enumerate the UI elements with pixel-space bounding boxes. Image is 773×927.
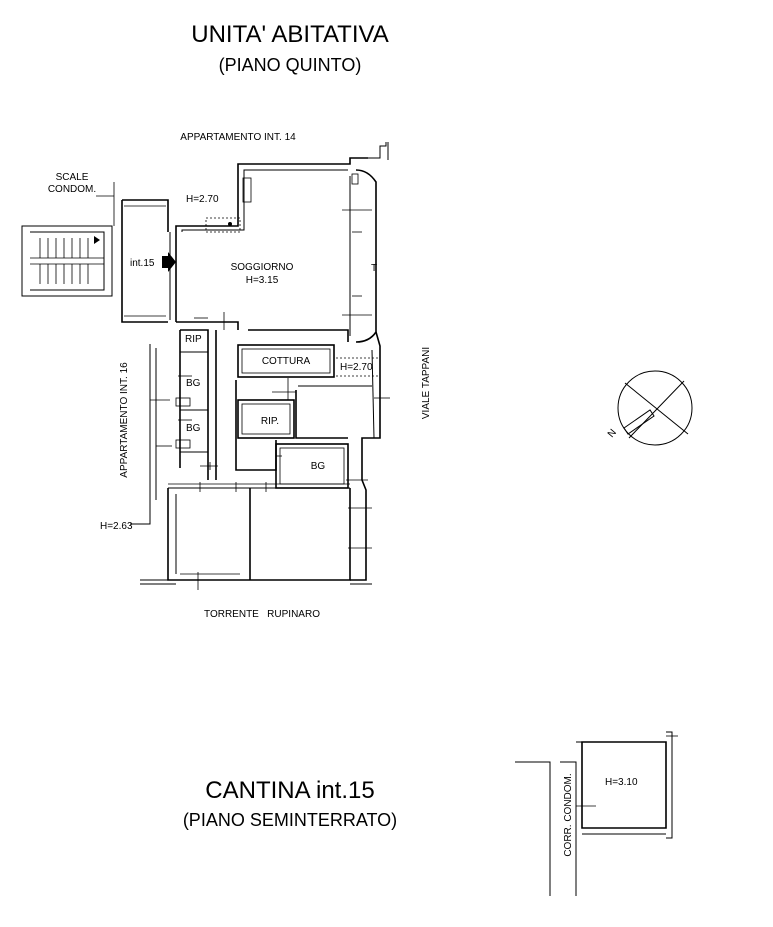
- river-label: TORRENTE RUPINARO: [204, 609, 320, 620]
- landing: [121, 199, 176, 323]
- cellar-plan: [515, 731, 678, 896]
- corridor-label: CORR. CONDOM.: [563, 773, 574, 856]
- living-room-height: H=3.15: [246, 275, 279, 286]
- staircase: [21, 182, 115, 297]
- main-title: UNITA' ABITATIVA: [191, 21, 389, 48]
- stairs-label-line1: SCALE: [56, 172, 89, 183]
- entrance-label: int.15: [130, 258, 155, 269]
- cellar-title: CANTINA int.15: [205, 777, 374, 804]
- street-label: VIALE TAPPANI: [421, 347, 432, 419]
- loft-height: H=2.70: [186, 194, 219, 205]
- storage-label: RIP.: [261, 416, 279, 427]
- stairs-label-line2: CONDOM.: [48, 184, 96, 195]
- cellar-height: H=3.10: [605, 777, 638, 788]
- entrance-arrow-icon: [162, 252, 176, 272]
- apartment-walls: [169, 142, 390, 581]
- kitchen-label: COTTURA: [262, 356, 311, 367]
- storage-small-label: RIP: [185, 334, 202, 345]
- west-neighbor-label: APPARTAMENTO INT. 16: [119, 362, 130, 478]
- bath-1-label: BG: [186, 378, 201, 389]
- kitchen-side-height: H=2.70: [340, 362, 373, 373]
- loft-area: [205, 217, 241, 233]
- main-subtitle: (PIANO QUINTO): [219, 55, 362, 75]
- loft-marker: [228, 222, 232, 226]
- living-room-name: SOGGIORNO: [231, 262, 294, 273]
- west-wing-height: H=2.63: [100, 521, 133, 532]
- north-arrow-icon: N: [606, 370, 693, 446]
- bath-2-label: BG: [186, 423, 201, 434]
- bath-3-label: BG: [311, 461, 326, 472]
- cellar-subtitle: (PIANO SEMINTERRATO): [183, 810, 397, 830]
- terrace-label: T: [371, 263, 377, 274]
- north-label: N: [606, 427, 619, 440]
- interior-walls: [130, 312, 381, 590]
- north-neighbor-label: APPARTAMENTO INT. 14: [180, 132, 296, 143]
